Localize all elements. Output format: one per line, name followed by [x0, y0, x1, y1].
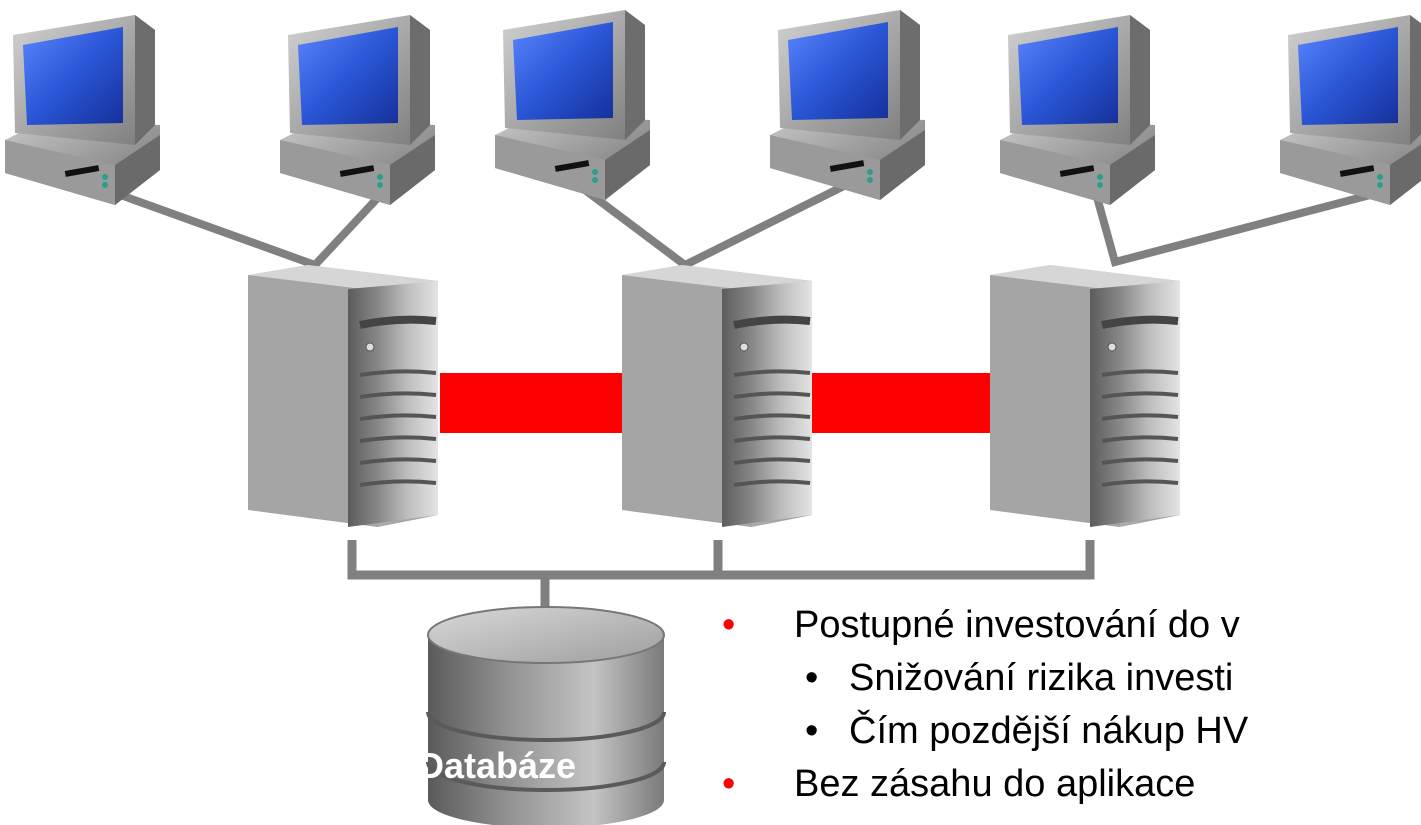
database-icon [426, 606, 666, 825]
workstation-icon [5, 15, 160, 205]
bullet-dot: • [805, 710, 819, 752]
bullet-item: • Snižování rizika investi [805, 657, 1234, 699]
bullet-text: Bez zásahu do aplikace [794, 763, 1196, 805]
server-icon [248, 265, 438, 527]
bullet-dot: • [722, 604, 736, 646]
bullet-dot: • [805, 657, 819, 699]
database-label: Databáze [418, 745, 577, 786]
bullet-item: • Čím pozdější nákup HV [805, 710, 1249, 752]
bullet-dot: • [722, 763, 736, 805]
bullet-text: Snižování rizika investi [849, 657, 1234, 699]
bullet-item: • Bez zásahu do aplikace [722, 763, 1196, 805]
workstation-icon [770, 10, 925, 200]
cluster-interconnect [812, 373, 997, 433]
server-icon [622, 265, 812, 527]
cluster-interconnect [440, 373, 625, 433]
bullet-text: Čím pozdější nákup HV [849, 710, 1249, 752]
workstation-icon [280, 15, 435, 205]
client-network-lines [111, 174, 1374, 269]
workstation-icon [1000, 15, 1155, 205]
workstation-icon [495, 10, 650, 200]
bullet-text: Postupné investování do v [794, 604, 1240, 646]
database-bus [347, 540, 1095, 612]
server-icon [990, 265, 1180, 527]
bullet-item: • Postupné investování do v [722, 604, 1240, 646]
workstation-icon [1280, 15, 1421, 205]
